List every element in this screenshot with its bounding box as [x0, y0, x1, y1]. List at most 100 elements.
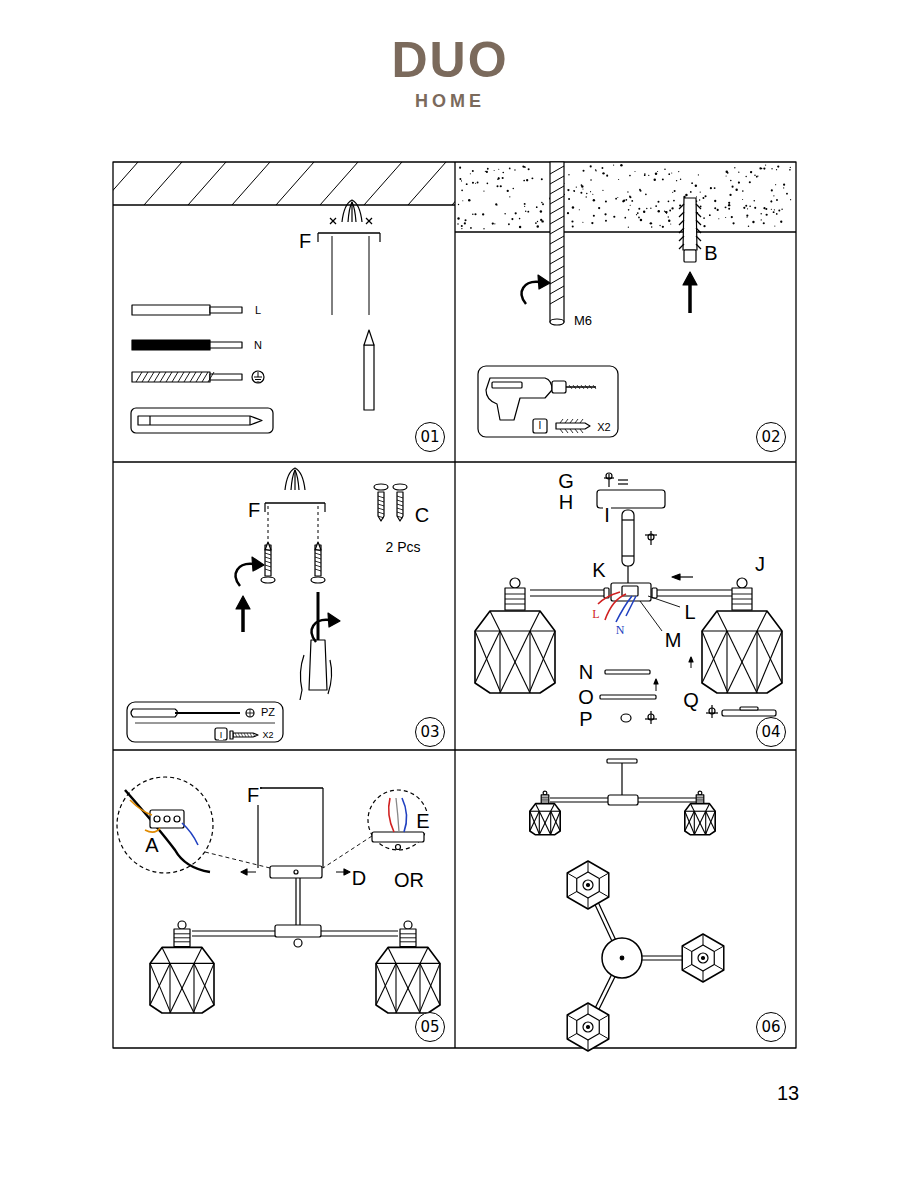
pz-symbol	[246, 709, 254, 717]
step-2	[455, 162, 796, 437]
tube-ring	[622, 555, 634, 556]
shade-top	[577, 872, 600, 898]
grain	[590, 191, 591, 192]
shade-frame	[395, 963, 396, 1013]
step-number-circle: 02	[756, 422, 786, 452]
grain	[789, 169, 791, 171]
step-number-circle: 06	[756, 1012, 786, 1042]
lamp-socket	[505, 588, 525, 610]
shade-edge	[703, 971, 704, 982]
grain	[691, 182, 693, 184]
grain	[728, 208, 730, 210]
earth-symbol	[252, 371, 264, 383]
grain	[765, 208, 767, 210]
step-6	[530, 759, 724, 1051]
nut-icon	[645, 718, 657, 719]
step-number-circle: 05	[415, 1012, 445, 1042]
bracket-hook	[291, 470, 299, 490]
grain	[783, 184, 785, 186]
grain	[628, 209, 630, 211]
arrow-head	[689, 657, 693, 662]
shade-frame	[702, 631, 727, 683]
drill-flute	[550, 216, 564, 224]
grain	[775, 184, 776, 185]
screw	[393, 484, 407, 521]
grain	[745, 205, 747, 207]
shade-frame	[162, 947, 170, 963]
nut-icon	[650, 711, 651, 724]
lamp-socket	[732, 588, 752, 610]
grain	[459, 167, 461, 169]
grain	[626, 199, 628, 201]
socket-ridge	[541, 800, 549, 801]
grain	[519, 226, 521, 228]
shade-edge	[599, 1034, 609, 1040]
grain	[672, 192, 673, 193]
canopy-top	[602, 938, 642, 978]
thread	[315, 557, 321, 559]
part-label: P	[578, 709, 593, 729]
shade-frame	[705, 811, 706, 835]
grain	[640, 190, 642, 192]
lamp-cap	[404, 921, 412, 929]
shade-edge	[599, 1015, 609, 1021]
earth-symbol	[254, 377, 262, 378]
grain	[766, 214, 768, 216]
arm-rod	[321, 935, 398, 936]
shade-frame	[475, 631, 500, 691]
canopy-plate	[608, 795, 638, 805]
shade-edge	[682, 946, 692, 952]
grain	[685, 194, 687, 196]
canopy-center	[620, 956, 624, 960]
grain	[495, 203, 497, 205]
panel-divider	[113, 749, 796, 750]
part-label: M6	[573, 314, 593, 327]
step-number: 06	[761, 1020, 780, 1035]
plug-fin	[696, 236, 701, 241]
hand	[300, 655, 332, 700]
handle	[309, 640, 327, 690]
lamp-shade	[702, 611, 782, 693]
grain	[669, 210, 671, 212]
shade-frame	[490, 611, 500, 631]
shade-frame	[150, 963, 170, 1005]
stripe	[184, 372, 190, 382]
grain	[527, 211, 529, 213]
step-number: 02	[761, 430, 780, 445]
grain	[613, 216, 615, 218]
shade-frame	[694, 811, 695, 835]
grain	[583, 170, 585, 172]
stripe	[190, 372, 196, 382]
rod-o	[600, 695, 656, 699]
plug-body	[556, 423, 590, 429]
grain	[673, 200, 675, 202]
drill-flute	[550, 256, 564, 264]
icon	[606, 473, 612, 479]
stripe	[196, 372, 202, 382]
shade-frame	[530, 631, 555, 691]
grain	[763, 207, 765, 209]
pendant-lamp	[530, 791, 560, 835]
wire	[389, 798, 394, 832]
thread	[378, 512, 384, 514]
hatch-line	[144, 162, 182, 205]
neutral-wire	[132, 340, 210, 350]
stem-rod	[295, 878, 296, 925]
grain	[486, 171, 488, 173]
grain	[629, 196, 631, 198]
grain	[620, 164, 622, 166]
part-label: N	[253, 340, 263, 351]
thread	[241, 733, 243, 737]
grain	[725, 206, 727, 208]
bracket-hook	[351, 202, 352, 222]
arrow-shaft	[241, 608, 245, 632]
drill-flute	[550, 236, 564, 244]
grain	[540, 210, 542, 212]
grain	[738, 182, 739, 183]
grain	[650, 208, 651, 209]
thread	[235, 733, 237, 737]
grain	[655, 173, 657, 175]
screw	[311, 542, 325, 583]
grain	[666, 213, 667, 214]
screwdriver	[300, 592, 340, 700]
